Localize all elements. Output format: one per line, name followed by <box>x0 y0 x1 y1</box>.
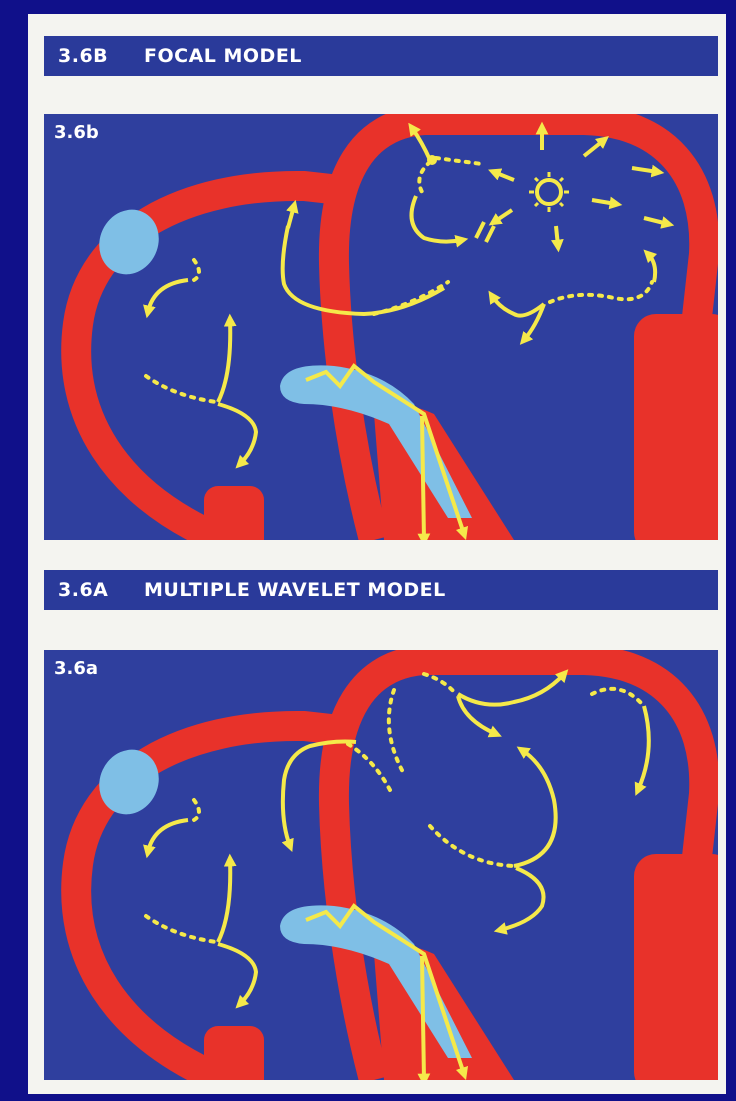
section-b-title: FOCAL MODEL <box>144 45 302 67</box>
section-b-code: 3.6B <box>58 45 144 67</box>
panel-a-label-text: 3.6a <box>54 658 98 679</box>
lower-vein <box>204 1026 264 1080</box>
av-conduction-branch <box>422 956 424 1080</box>
aorta <box>634 854 718 1080</box>
figure-page: 3.6B FOCAL MODEL <box>28 14 726 1094</box>
section-a-code: 3.6A <box>58 579 144 601</box>
conduction-block-icon <box>476 222 494 242</box>
focal-model-panel: 3.6b <box>44 114 718 540</box>
aorta <box>634 314 718 540</box>
panel-b-label-text: 3.6b <box>54 122 99 143</box>
multiple-wavelet-panel: 3.6a <box>44 650 718 1080</box>
lower-vein <box>204 486 264 540</box>
section-b-header: 3.6B FOCAL MODEL <box>44 36 718 76</box>
focal-model-diagram <box>44 114 718 540</box>
sun-focus-icon <box>529 172 569 212</box>
section-a-header: 3.6A MULTIPLE WAVELET MODEL <box>44 570 718 610</box>
multiple-wavelet-diagram <box>44 650 718 1080</box>
section-a-title: MULTIPLE WAVELET MODEL <box>144 579 446 601</box>
av-conduction-branch <box>422 416 424 540</box>
